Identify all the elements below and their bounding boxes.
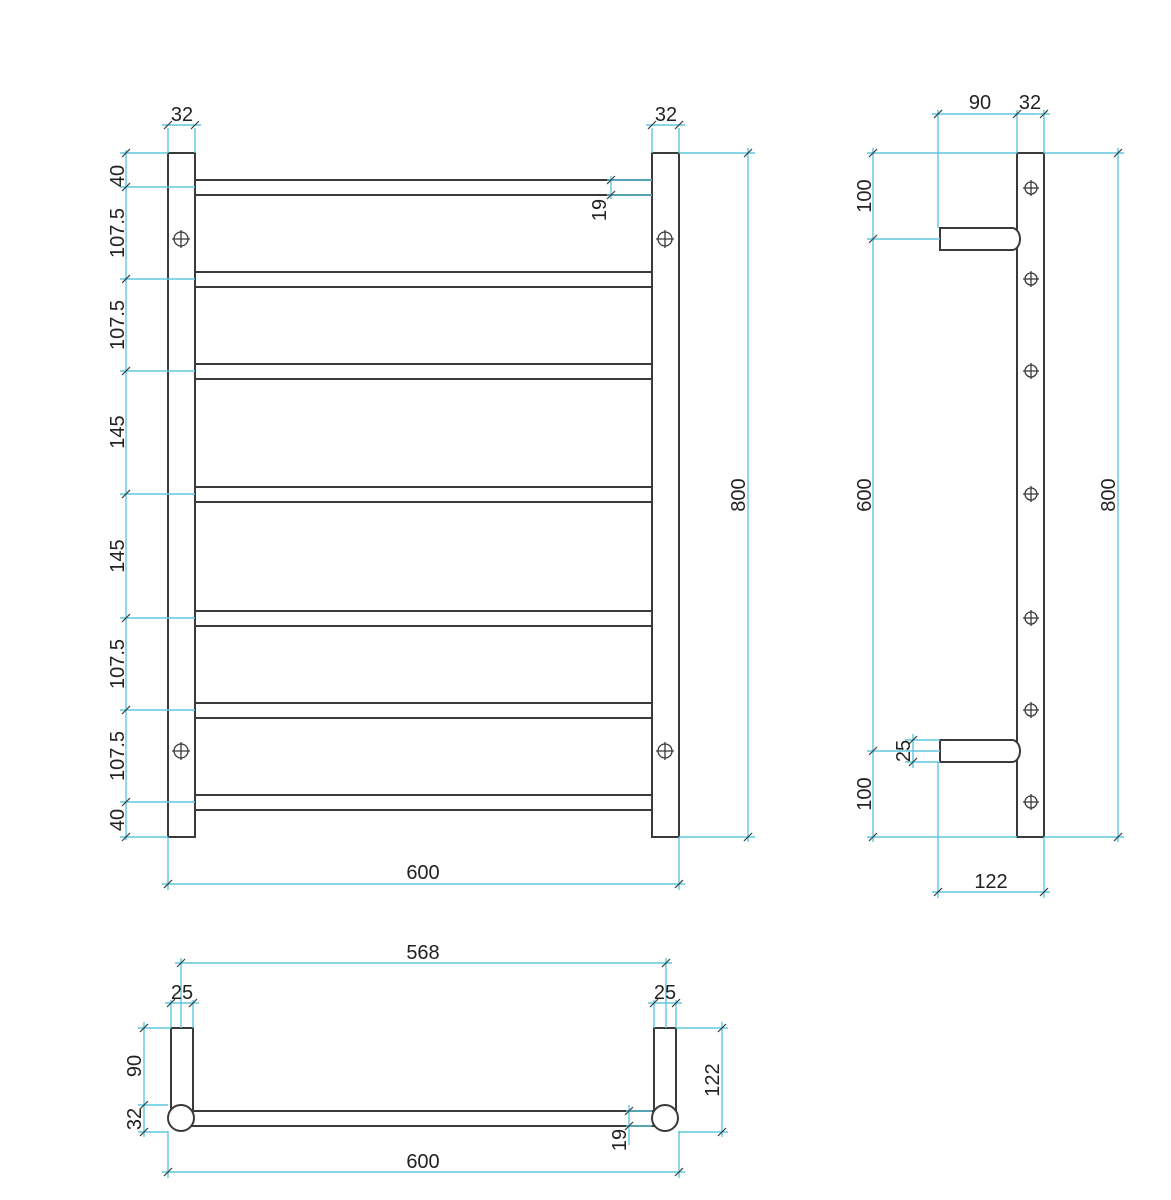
top-view: 568 25 25 90 32	[124, 942, 728, 1178]
fixing-mark-icon	[1023, 794, 1039, 810]
fixing-mark-icon	[1023, 180, 1039, 196]
top-overall-depth-dimension	[676, 1022, 728, 1137]
dim-label-spacing: 145	[107, 415, 129, 448]
fixing-mark-icon	[1023, 486, 1039, 502]
front-view: 40 107.5 107.5 145 145 107.5 107.5 40 32…	[107, 104, 755, 890]
side-view: 90 32 100 600 100 25	[854, 92, 1124, 898]
fixing-mark-icon	[656, 230, 674, 248]
dim-label-bracket-diameter: 25	[893, 740, 915, 762]
dim-label-overall-height: 800	[1098, 478, 1120, 511]
dim-label-post-depth: 32	[1019, 92, 1041, 114]
dim-label-overall-depth: 122	[702, 1063, 724, 1096]
dim-label-spacing: 107.5	[107, 300, 129, 350]
dim-label-spacing: 40	[107, 809, 129, 831]
top-bracket-width-dimensions	[165, 998, 682, 1028]
side-overall-depth-dimension	[932, 762, 1050, 898]
dim-label-bottom-offset: 100	[854, 777, 876, 810]
side-left-dimension-chain	[867, 148, 1017, 842]
top-right-post	[651, 1104, 679, 1132]
fixing-mark-icon	[1023, 363, 1039, 379]
dim-label-overall-width: 600	[406, 862, 439, 884]
dim-label-spacing: 145	[107, 539, 129, 572]
dim-label-bracket-centres: 600	[854, 478, 876, 511]
front-overall-height-dimension	[679, 148, 755, 842]
front-bar-4	[194, 486, 653, 503]
front-bar-diameter-dimension	[606, 175, 652, 200]
dim-label-top-offset: 100	[854, 179, 876, 212]
dim-label-rail-diameter: 19	[609, 1129, 631, 1151]
front-post-width-dimensions	[162, 120, 685, 153]
front-left-post	[167, 152, 196, 838]
dim-label-bracket-width: 25	[171, 982, 193, 1004]
top-overall-width-dimension	[162, 1131, 685, 1178]
dim-label-spacing: 40	[107, 165, 129, 187]
fixing-mark-icon	[1023, 702, 1039, 718]
side-overall-height-dimension	[1044, 148, 1124, 842]
dim-label-overall-depth: 122	[974, 871, 1007, 893]
dim-label-post-width: 32	[655, 104, 677, 126]
fixing-mark-icon	[656, 742, 674, 760]
dim-label-overall-height: 800	[728, 478, 750, 511]
dim-label-post-width: 32	[171, 104, 193, 126]
top-rail	[180, 1110, 666, 1127]
top-left-dimension-chain	[138, 1022, 171, 1137]
front-overall-width-dimension	[162, 837, 685, 890]
dim-label-standoff: 90	[969, 92, 991, 114]
dim-label-bar-diameter: 19	[589, 199, 611, 221]
dim-label-overall-width: 600	[406, 1151, 439, 1173]
side-bracket-bottom	[939, 739, 1021, 763]
dim-label-spacing: 107.5	[107, 731, 129, 781]
top-inner-span-dimension	[175, 958, 672, 1028]
dim-label-standoff: 90	[124, 1055, 146, 1077]
front-bar-2	[194, 271, 653, 288]
dim-label-post-depth: 32	[124, 1108, 146, 1130]
dim-label-bracket-width: 25	[654, 982, 676, 1004]
fixing-mark-icon	[172, 742, 190, 760]
top-rail-diameter-dimension	[624, 1105, 652, 1145]
front-bar-5	[194, 610, 653, 627]
fixing-mark-icon	[1023, 271, 1039, 287]
dim-label-spacing: 107.5	[107, 208, 129, 258]
side-top-dimensions	[932, 109, 1050, 228]
dim-label-spacing: 107.5	[107, 639, 129, 689]
front-left-dimension-chain	[120, 148, 195, 842]
side-bracket-top	[939, 227, 1021, 251]
fixing-mark-icon	[172, 230, 190, 248]
dim-label-inner-span: 568	[406, 942, 439, 964]
fixing-mark-icon	[1023, 610, 1039, 626]
front-bar-6	[194, 702, 653, 719]
front-bar-7	[194, 794, 653, 811]
top-left-post	[167, 1104, 195, 1132]
side-bracket-diameter-dimension	[905, 734, 940, 768]
front-right-post	[651, 152, 680, 838]
front-bar-1	[194, 179, 653, 196]
front-bar-3	[194, 363, 653, 380]
